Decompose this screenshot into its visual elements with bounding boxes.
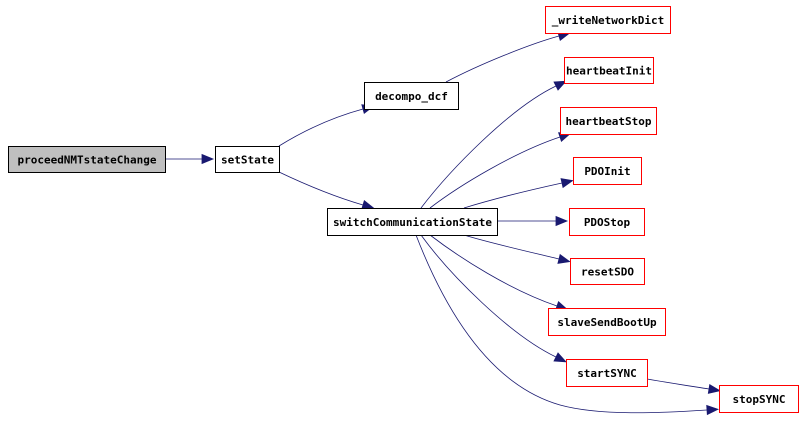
node-label-switchCommunicationState: switchCommunicationState: [333, 216, 492, 229]
edge-decompo_dcf-to-_writeNetworkDict: [445, 35, 560, 83]
node-stopSYNC[interactable]: stopSYNC: [719, 385, 799, 413]
node-box-resetSDO: [570, 258, 645, 285]
edge-switchCommunicationState-to-startSYNC: [420, 234, 557, 358]
arrowhead-switchCommunicationState-to-stopSYNC: [706, 404, 720, 416]
node-box-switchCommunicationState: [327, 208, 498, 236]
node-proceedNMTstateChange: proceedNMTstateChange: [8, 146, 166, 173]
node-PDOStop[interactable]: PDOStop: [569, 208, 645, 236]
node-label-PDOStop: PDOStop: [584, 216, 631, 229]
node-label-PDOInit: PDOInit: [584, 165, 630, 178]
node-heartbeatStop[interactable]: heartbeatStop: [560, 107, 657, 135]
node-box-decompo_dcf: [364, 82, 459, 110]
node-resetSDO[interactable]: resetSDO: [570, 258, 645, 285]
node-label-startSYNC: startSYNC: [577, 367, 637, 380]
arrowhead-switchCommunicationState-to-heartbeatInit: [553, 80, 567, 91]
edge-switchCommunicationState-to-heartbeatStop: [429, 136, 561, 209]
edge-switchCommunicationState-to-PDOInit: [463, 182, 563, 209]
node-startSYNC[interactable]: startSYNC: [566, 359, 648, 387]
edge-startSYNC-to-stopSYNC: [646, 378, 710, 390]
edge-switchCommunicationState-to-resetSDO: [463, 234, 560, 260]
node-box-setState: [215, 146, 280, 173]
node-box-PDOInit: [573, 157, 642, 185]
node-label-heartbeatInit: heartbeatInit: [566, 65, 652, 78]
edge-switchCommunicationState-to-stopSYNC: [415, 234, 708, 414]
arrowhead-switchCommunicationState-to-startSYNC: [553, 352, 567, 363]
node-setState[interactable]: setState: [215, 146, 280, 173]
node-decompo_dcf[interactable]: decompo_dcf: [364, 82, 459, 110]
arrowhead-switchCommunicationState-to-resetSDO: [557, 253, 571, 264]
node-PDOInit[interactable]: PDOInit: [573, 157, 642, 185]
node-label-decompo_dcf: decompo_dcf: [375, 90, 448, 103]
node-box-heartbeatInit: [564, 57, 654, 84]
edge-switchCommunicationState-to-slaveSendBootUp: [429, 234, 558, 307]
node-box-proceedNMTstateChange: [8, 146, 166, 173]
arrowhead-switchCommunicationState-to-PDOInit: [560, 178, 574, 189]
node-switchCommunicationState[interactable]: switchCommunicationState: [327, 208, 498, 236]
node-slaveSendBootUp[interactable]: slaveSendBootUp: [548, 308, 666, 336]
node-label-slaveSendBootUp: slaveSendBootUp: [557, 316, 657, 329]
nodes-layer: proceedNMTstateChange setState decompo_dcf…: [8, 6, 799, 413]
arrowhead-startSYNC-to-stopSYNC: [707, 383, 721, 394]
edge-switchCommunicationState-to-heartbeatInit: [420, 85, 557, 209]
node-heartbeatInit[interactable]: heartbeatInit: [564, 57, 654, 84]
node-label-_writeNetworkDict: _writeNetworkDict: [552, 14, 665, 27]
arrowhead-proceedNMTstateChange-to-setState: [201, 153, 215, 165]
node-box-heartbeatStop: [560, 107, 657, 135]
node-label-proceedNMTstateChange: proceedNMTstateChange: [17, 154, 156, 167]
node-box-PDOStop: [569, 208, 645, 236]
edge-setState-to-decompo_dcf: [278, 108, 364, 147]
node-box-stopSYNC: [719, 385, 799, 413]
node-box-startSYNC: [566, 359, 648, 387]
node-box-slaveSendBootUp: [548, 308, 666, 336]
edge-setState-to-switchCommunicationState: [278, 171, 364, 206]
node-label-resetSDO: resetSDO: [581, 266, 634, 279]
node-label-stopSYNC: stopSYNC: [733, 393, 786, 406]
node-_writeNetworkDict[interactable]: _writeNetworkDict: [545, 6, 671, 34]
node-label-heartbeatStop: heartbeatStop: [565, 115, 651, 128]
node-box-_writeNetworkDict: [545, 6, 671, 34]
arrowhead-switchCommunicationState-to-PDOStop: [555, 215, 569, 227]
node-label-setState: setState: [221, 154, 274, 167]
